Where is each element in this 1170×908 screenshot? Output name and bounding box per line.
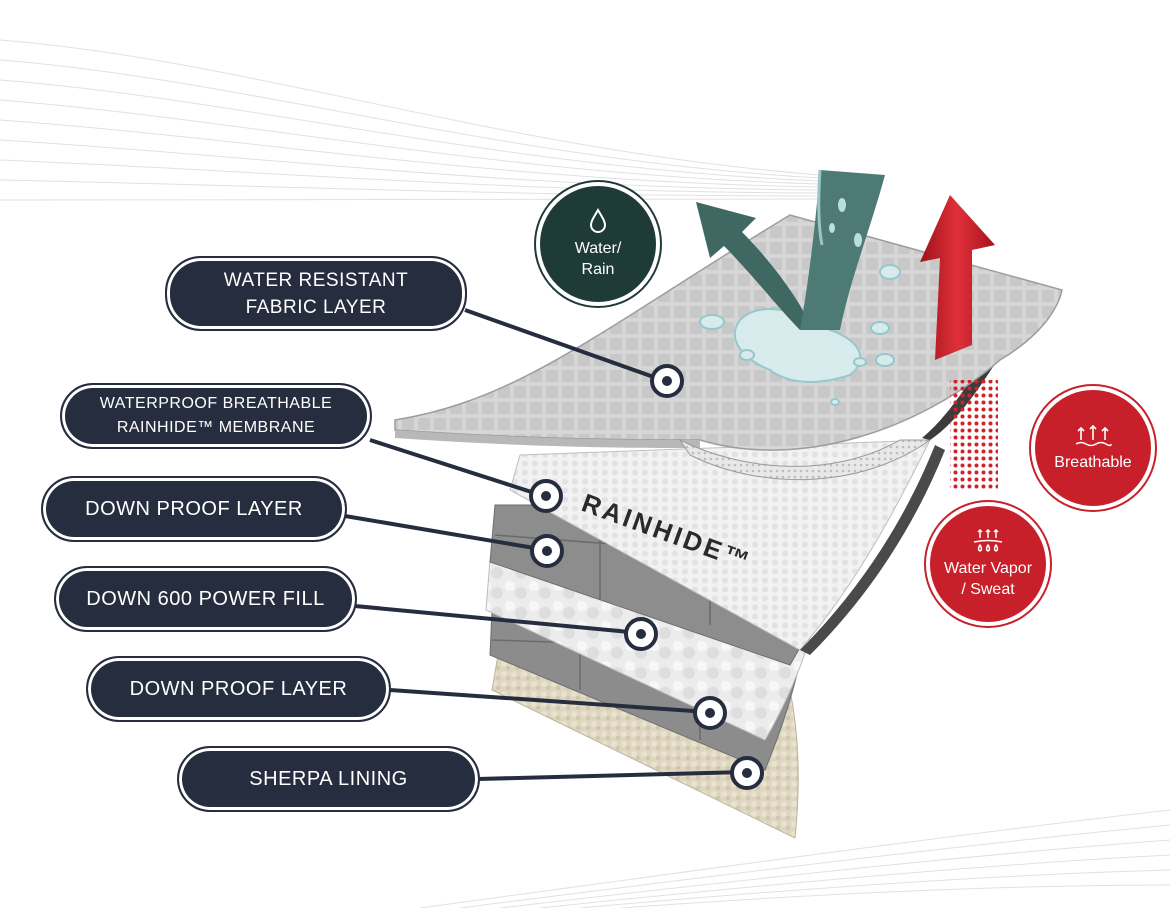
connector-dots xyxy=(529,364,764,790)
dot-membrane xyxy=(529,479,563,513)
vapor-badge-line2: / Sweat xyxy=(961,581,1015,598)
label-water-resistant-fabric: WATER RESISTANT FABRIC LAYER xyxy=(165,256,467,331)
dot-down-proof-bottom xyxy=(693,696,727,730)
water-arrow xyxy=(696,169,885,330)
connector-lines xyxy=(344,308,746,781)
background-lines xyxy=(0,39,1170,908)
water-puddle xyxy=(699,264,901,406)
breathable-arrow xyxy=(920,195,998,490)
vapor-badge-line1: Water Vapor xyxy=(943,560,1033,577)
dot-down-fill xyxy=(624,617,658,651)
dot-fabric xyxy=(650,364,684,398)
water-badge-line1: Water/ xyxy=(574,240,622,257)
water-rain-badge: Water/ Rain xyxy=(536,182,660,306)
breathable-badge: Breathable xyxy=(1031,386,1155,510)
label-down-proof-top: DOWN PROOF LAYER xyxy=(41,476,347,542)
dot-down-proof-top xyxy=(530,534,564,568)
breathable-icon xyxy=(1075,424,1112,446)
breathable-badge-text: Breathable xyxy=(1054,453,1132,471)
label-membrane-line2: RAINHIDE™ MEMBRANE xyxy=(116,419,316,436)
dot-sherpa xyxy=(730,756,764,790)
water-badge-line2: Rain xyxy=(581,261,615,278)
water-drop-icon xyxy=(589,208,607,233)
label-sherpa: SHERPA LINING xyxy=(177,746,480,812)
membrane-layer xyxy=(509,439,931,651)
label-down-fill: DOWN 600 POWER FILL xyxy=(54,566,357,632)
water-vapor-badge: Water Vapor / Sweat xyxy=(926,502,1050,626)
label-membrane-line1: WATERPROOF BREATHABLE xyxy=(99,395,333,412)
label-water-resistant-line1: WATER RESISTANT xyxy=(223,269,409,291)
label-down-proof-bottom: DOWN PROOF LAYER xyxy=(86,656,391,722)
water-vapor-icon xyxy=(973,528,1003,552)
label-membrane: WATERPROOF BREATHABLE RAINHIDE™ MEMBRANE xyxy=(60,383,372,449)
fabric-curl xyxy=(678,438,932,481)
label-water-resistant-line2: FABRIC LAYER xyxy=(245,296,387,318)
